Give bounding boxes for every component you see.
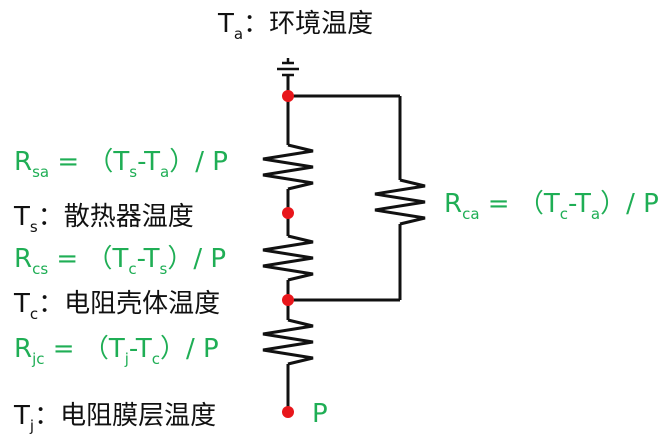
resistor-rcs bbox=[262, 234, 314, 282]
resistor-rca bbox=[374, 178, 426, 226]
junction-temperature-label: Tj：电阻膜层温度 bbox=[13, 401, 216, 435]
resistor-rjc bbox=[262, 318, 314, 366]
formula-rsa: Rsa = （Ts-Ta）/ P bbox=[14, 147, 228, 181]
formula-rca: Rca = （Tc-Ta）/ P bbox=[444, 189, 659, 223]
node-heatsink bbox=[282, 207, 294, 219]
power-label: P bbox=[312, 399, 328, 429]
node-case bbox=[282, 294, 294, 306]
ambient-temperature-label: Ta：环境温度 bbox=[217, 9, 373, 43]
node-junction bbox=[282, 406, 294, 418]
ground-icon bbox=[277, 58, 299, 77]
formula-rcs: Rcs = （Tc-Ts）/ P bbox=[14, 244, 226, 278]
formula-rjc: Rjc = （Tj-Tc）/ P bbox=[14, 334, 219, 368]
node-ambient bbox=[282, 90, 294, 102]
nodes bbox=[282, 90, 294, 418]
heatsink-temperature-label: Ts：散热器温度 bbox=[13, 202, 194, 236]
case-temperature-label: Tc：电阻壳体温度 bbox=[13, 289, 220, 323]
resistor-rsa bbox=[262, 143, 314, 191]
circuit-wires bbox=[262, 75, 426, 412]
